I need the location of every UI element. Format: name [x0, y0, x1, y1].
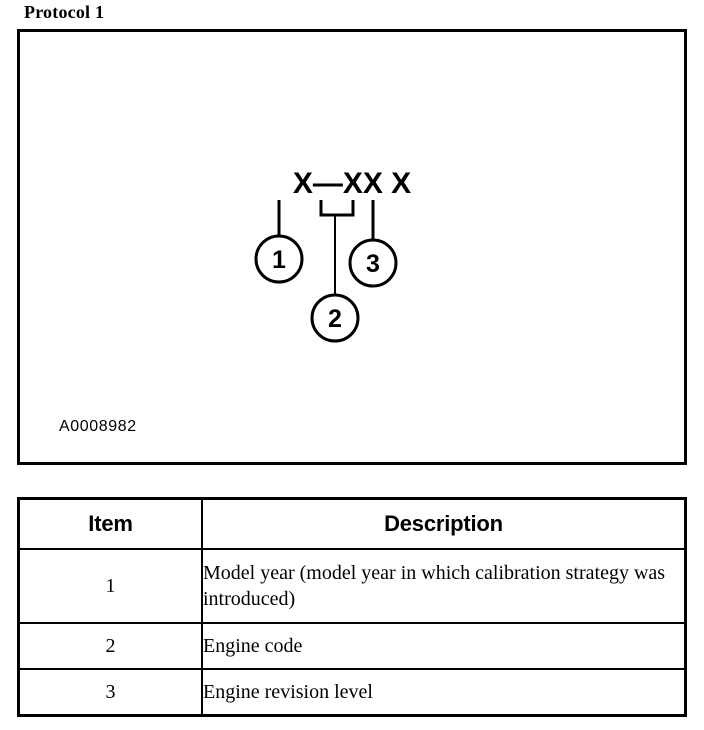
table-row: 3 Engine revision level	[17, 668, 687, 717]
table-header: Item Description	[17, 497, 687, 550]
column-header-item: Item	[17, 497, 203, 550]
cell-item-description: Engine revision level	[201, 668, 687, 717]
callout-circle-1	[254, 234, 304, 284]
calibration-code-string: X—XX X	[292, 167, 412, 200]
figure-id-label: A0008982	[59, 418, 137, 435]
item-description-table: Item Description 1 Model year (model yea…	[17, 497, 687, 717]
callout-number-1: 1	[272, 246, 286, 274]
figure-content: X—XX X 1 2 3 A0008982	[20, 32, 684, 462]
cell-item-description: Model year (model year in which calibrat…	[201, 548, 687, 624]
table-row: 1 Model year (model year in which calibr…	[17, 548, 687, 624]
figure-box: X—XX X 1 2 3 A0008982	[17, 29, 687, 465]
bracket-xx	[319, 200, 355, 217]
callout-diagram: 1 2 3	[254, 200, 398, 343]
callout-number-2: 2	[328, 305, 342, 333]
page-title: Protocol 1	[24, 2, 105, 22]
table-header-row: Item Description	[17, 497, 687, 550]
cell-item-number: 3	[17, 668, 203, 717]
callout-circle-3	[348, 238, 398, 288]
table-body: 1 Model year (model year in which calibr…	[17, 548, 687, 717]
callout-circle-2	[310, 293, 360, 343]
table-row: 2 Engine code	[17, 622, 687, 670]
callout-number-3: 3	[366, 250, 380, 278]
cell-item-number: 2	[17, 622, 203, 670]
column-header-description: Description	[201, 497, 687, 550]
cell-item-description: Engine code	[201, 622, 687, 670]
cell-item-number: 1	[17, 548, 203, 624]
